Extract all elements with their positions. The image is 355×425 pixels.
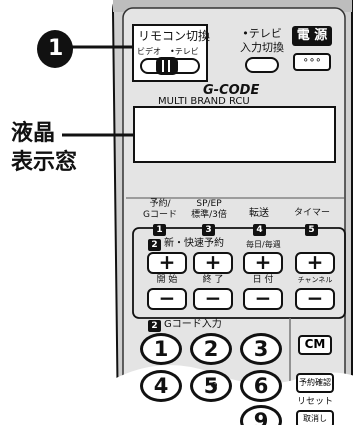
switch-right-label: •テレビ (170, 47, 199, 56)
brand-logo: G-CODE (203, 83, 260, 98)
func-2-line1: SP/EP (196, 199, 222, 209)
numpad-2[interactable]: 2 (190, 333, 232, 365)
end-plus-button[interactable]: + (193, 252, 233, 274)
date-minus-button[interactable]: − (243, 288, 283, 310)
func-4-num[interactable]: 5 (305, 224, 318, 236)
timer-section-frame (132, 227, 346, 319)
switch-left-label: ビデオ (137, 47, 161, 56)
power-label: 電 源 (292, 26, 332, 46)
lcd-label-line2: 表示窓 (11, 150, 78, 175)
lcd-label-line1: 液晶 (11, 121, 56, 146)
callout-1-circle (37, 30, 73, 68)
func-1-line2: Gコード (143, 210, 177, 220)
func-1-line1: 予約/ (149, 199, 171, 209)
channel-plus-button[interactable]: + (295, 252, 335, 274)
func-2-num[interactable]: 3 (202, 224, 215, 236)
remocon-switch-label: リモコン切換 (138, 29, 211, 43)
numpad-5-dot-icon (211, 382, 217, 388)
remocon-slide-switch[interactable] (140, 57, 200, 75)
start-plus-button[interactable]: + (147, 252, 187, 274)
date-plus-button[interactable]: + (243, 252, 283, 274)
numpad-4[interactable]: 4 (140, 370, 182, 402)
reserve-confirm-button[interactable]: 予約確認 (296, 373, 334, 393)
gcode-input-label: Gコード入力 (164, 319, 222, 330)
section-new-reserve-label: 新・快速予約 (164, 238, 224, 249)
numpad-9[interactable]: 9 (240, 405, 282, 425)
gcode-input-num: 2 (148, 320, 161, 332)
cancel-button[interactable]: 取消し (296, 410, 334, 425)
lcd-window (133, 106, 336, 163)
tv-input-button[interactable] (245, 57, 279, 73)
brand-subtitle: MULTI BRAND RCU (158, 96, 250, 107)
section-daily-label: 毎日/毎週 (246, 240, 281, 249)
func-3-num[interactable]: 4 (253, 224, 266, 236)
numpad-3[interactable]: 3 (240, 333, 282, 365)
power-button[interactable]: ∘∘∘ (293, 53, 331, 71)
end-minus-button[interactable]: − (193, 288, 233, 310)
start-label: 開 始 (156, 275, 178, 285)
date-label: 日 付 (252, 275, 274, 285)
func-1-num[interactable]: 1 (153, 224, 166, 236)
callout-1-number: 1 (48, 36, 64, 61)
numpad-1[interactable]: 1 (140, 333, 182, 365)
section-2-num: 2 (148, 239, 161, 251)
func-4-line1: タイマー (293, 208, 331, 218)
reset-label: リセット (296, 397, 334, 407)
tv-input-label-1: •テレビ (242, 27, 282, 40)
channel-label: チャンネル (297, 276, 333, 284)
end-label: 終 了 (202, 275, 224, 285)
tv-input-label-2: 入力切換 (240, 41, 284, 54)
func-3-line1: 転送 (249, 208, 269, 219)
switch-knob (156, 57, 178, 75)
numpad-6[interactable]: 6 (240, 370, 282, 402)
cm-button[interactable]: CM (298, 335, 332, 355)
func-2-line2: 標準/3倍 (191, 210, 227, 220)
start-minus-button[interactable]: − (147, 288, 187, 310)
channel-minus-button[interactable]: − (295, 288, 335, 310)
